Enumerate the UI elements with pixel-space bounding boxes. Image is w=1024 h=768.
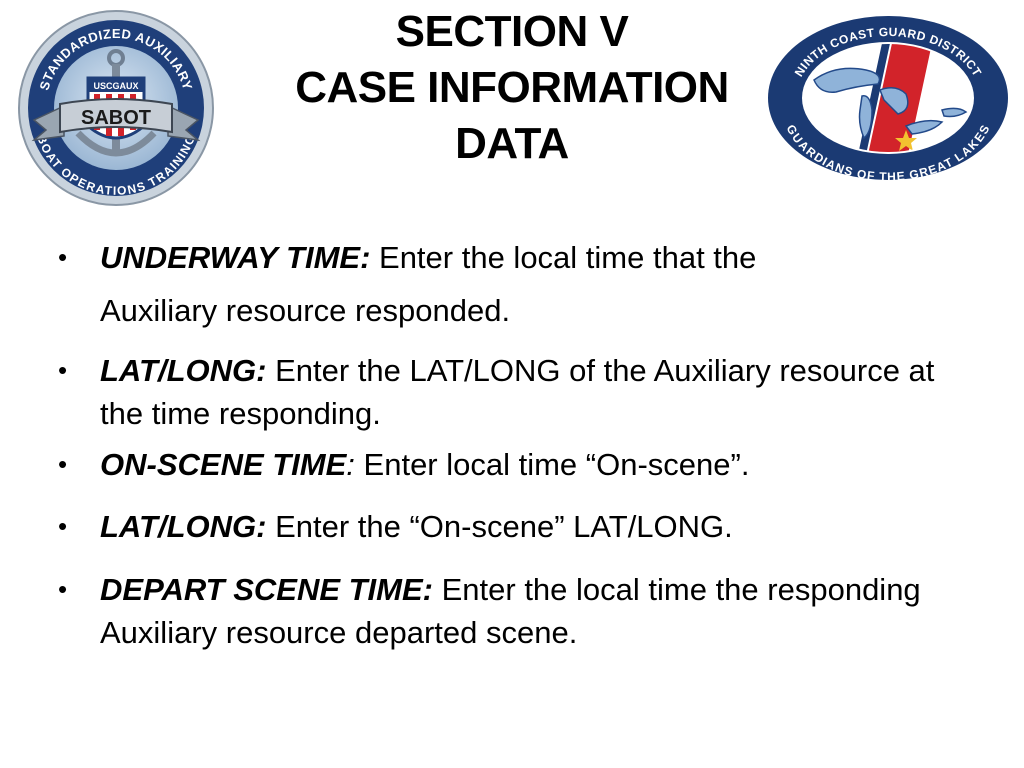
bullet-text: Enter the local time that the <box>370 240 757 275</box>
bullet-label: LAT/LONG: <box>100 353 267 388</box>
title-line-2: CASE INFORMATION <box>295 63 729 112</box>
bullet-dot: • <box>58 449 68 479</box>
bullet-label: UNDERWAY TIME: <box>100 240 371 275</box>
bullet-label: ON-SCENE TIME <box>100 447 347 482</box>
bullet-dot: • <box>58 242 68 272</box>
bullet-dot: • <box>58 574 68 604</box>
bullet-on-scene-time: • ON-SCENE TIME: Enter local time “On-sc… <box>58 443 958 486</box>
svg-text:USCGAUX: USCGAUX <box>93 81 138 91</box>
bullet-label: LAT/LONG: <box>100 509 267 544</box>
bullet-text: Enter the “On-scene” LAT/LONG. <box>266 509 733 544</box>
bullet-lat-long-2: • LAT/LONG: Enter the “On-scene” LAT/LON… <box>58 505 958 548</box>
bullet-colon: : <box>346 447 355 482</box>
sabot-logo: STANDARDIZED AUXILIARY BOAT OPERATIONS T… <box>18 10 214 206</box>
bullet-text-line2: Auxiliary resource responded. <box>100 293 511 328</box>
svg-text:SABOT: SABOT <box>81 107 151 129</box>
bullet-text: Enter local time “On-scene”. <box>354 447 750 482</box>
bullet-lat-long-1: • LAT/LONG: Enter the LAT/LONG of the Au… <box>58 349 958 435</box>
bullet-dot: • <box>58 355 68 385</box>
ninth-district-logo: NINTH COAST GUARD DISTRICT GUARDIANS OF … <box>768 16 1008 182</box>
bullet-list: • UNDERWAY TIME: Enter the local time th… <box>58 236 958 654</box>
bullet-underway-time: • UNDERWAY TIME: Enter the local time th… <box>58 236 958 332</box>
title-line-3: DATA <box>455 119 569 168</box>
bullet-depart-scene-time: • DEPART SCENE TIME: Enter the local tim… <box>58 568 958 654</box>
bullet-dot: • <box>58 511 68 541</box>
bullet-text: Enter the LAT/LONG of the Auxiliary reso… <box>100 353 935 431</box>
bullet-label: DEPART SCENE TIME: <box>100 572 433 607</box>
bullet-text: Enter the local time the responding Auxi… <box>100 572 921 650</box>
title-line-1: SECTION V <box>395 7 629 56</box>
slide-title: SECTION V CASE INFORMATION DATA <box>250 4 774 172</box>
